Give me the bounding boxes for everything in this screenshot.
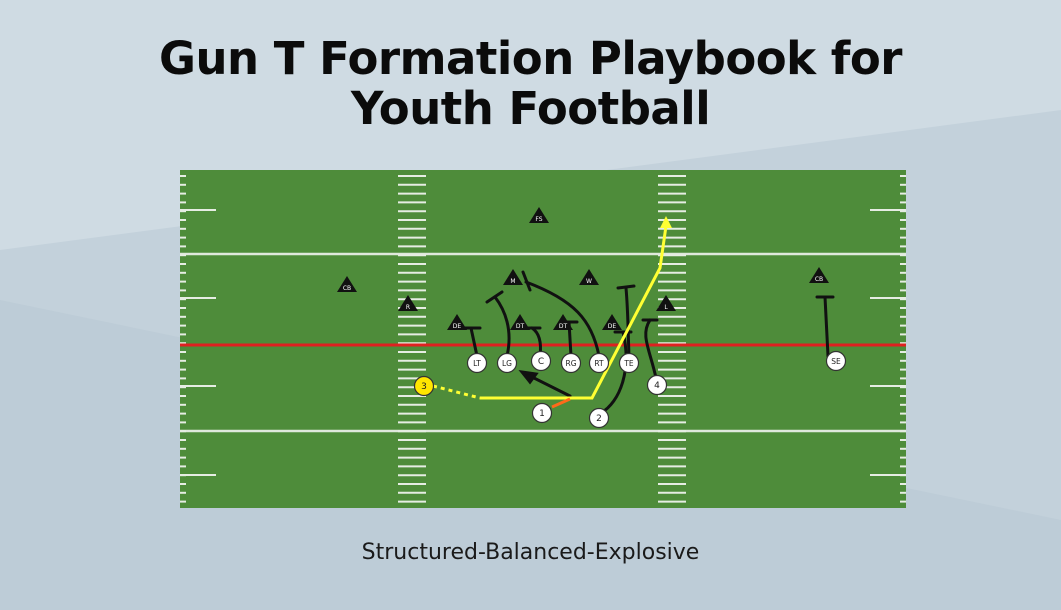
defender-label: DT (559, 323, 568, 330)
defender-label: W (586, 278, 592, 285)
defender-triangle (809, 267, 829, 283)
offense: LT LG C RG RT TE SE 1 2 3 4 (413, 350, 847, 429)
back2-block-path (599, 330, 628, 415)
defender-triangle (337, 276, 357, 292)
defense: FS CB R DE DT DT DE M W L CB (337, 207, 829, 330)
offense-player-rt: RT (588, 352, 610, 374)
defense-player-de-left: DE (447, 314, 467, 330)
defense-player-r: R (398, 295, 418, 311)
motion-path (432, 384, 481, 400)
qb-handoff-arrowhead (518, 369, 539, 385)
play-diagram: FS CB R DE DT DT DE M W L CB LT LG C RG RT TE SE 1 2 3 4 (180, 170, 906, 508)
defense-player-l: L (656, 295, 676, 311)
lt-block-path (469, 326, 479, 358)
offense-player-back2: 2 (588, 407, 610, 429)
rt-block-t (521, 270, 532, 292)
defender-triangle (553, 314, 573, 330)
football-field: FS CB R DE DT DT DE M W L CB LT LG C RG RT TE SE 1 2 3 4 (180, 170, 906, 508)
defense-player-dt-right: DT (553, 314, 573, 330)
defender-triangle (447, 314, 467, 330)
player-label: SE (831, 357, 841, 366)
player-circle (413, 375, 435, 397)
player-label: RT (594, 359, 604, 368)
defender-label: FS (535, 216, 542, 223)
player-circle (825, 350, 847, 372)
ball-carrier-route (432, 216, 672, 409)
player-label: 1 (539, 409, 545, 419)
player-circle (496, 352, 518, 374)
player-circle (466, 352, 488, 374)
player-circle (646, 374, 668, 396)
rt-block-path (524, 280, 601, 358)
exchange-mark (551, 397, 571, 409)
player-label: LG (502, 359, 512, 368)
defender-triangle (602, 314, 622, 330)
yard-lines (180, 252, 906, 433)
title-line-1: Gun T Formation Playbook for (159, 32, 902, 85)
defense-player-fs: FS (529, 207, 549, 223)
player-label: 4 (654, 381, 660, 391)
carry-path (480, 225, 668, 400)
back4-block-path (644, 318, 658, 380)
player-label: 3 (421, 382, 427, 392)
player-circle (588, 407, 610, 429)
offense-player-qb: 1 (531, 402, 553, 424)
defender-triangle (398, 295, 418, 311)
page-title: Gun T Formation Playbook for Youth Footb… (0, 34, 1061, 134)
defender-label: DT (516, 323, 525, 330)
offense-player-back3: 3 (413, 375, 435, 397)
defense-player-mlb: M (503, 269, 523, 285)
player-circle (588, 352, 610, 374)
te-block-t (616, 284, 636, 290)
field-turf (180, 170, 906, 508)
offense-player-lg: LG (496, 352, 518, 374)
defender-label: CB (815, 276, 823, 283)
offense-player-se: SE (825, 350, 847, 372)
defender-triangle (503, 269, 523, 285)
se-block-path (823, 295, 830, 358)
defense-player-cb-left: CB (337, 276, 357, 292)
player-label: 2 (596, 414, 602, 424)
defender-label: L (664, 304, 668, 311)
carry-arrowhead (660, 216, 672, 228)
defense-player-de-right: DE (602, 314, 622, 330)
qb-handoff-path (528, 374, 572, 398)
defense-player-cb-right: CB (809, 267, 829, 283)
defender-label: R (406, 304, 410, 311)
offense-player-te: TE (618, 352, 640, 374)
player-label: TE (623, 359, 634, 368)
hash-marks (180, 175, 906, 503)
player-circle (530, 350, 552, 372)
lg-block-path (493, 295, 511, 358)
te-block-path (624, 286, 631, 358)
offense-player-lt: LT (466, 352, 488, 374)
offense-player-back4: 4 (646, 374, 668, 396)
player-label: RG (565, 359, 576, 368)
defender-label: DE (608, 323, 617, 330)
player-circle (531, 402, 553, 424)
title-line-2: Youth Football (350, 82, 711, 135)
offense-player-rg: RG (560, 352, 582, 374)
subtitle: Structured-Balanced-Explosive (361, 540, 700, 565)
defender-triangle (579, 269, 599, 285)
player-label: LT (473, 359, 481, 368)
defender-label: CB (343, 285, 351, 292)
player-circle (560, 352, 582, 374)
lg-block-t (485, 290, 504, 304)
defender-label: DE (453, 323, 462, 330)
defender-label: M (510, 278, 515, 285)
defender-triangle (510, 314, 530, 330)
defender-triangle (529, 207, 549, 223)
defense-player-dt-left: DT (510, 314, 530, 330)
offense-player-c: C (530, 350, 552, 372)
defender-triangle (656, 295, 676, 311)
player-label: C (538, 357, 544, 367)
blocking-assignments (460, 270, 835, 415)
edge-ticks (180, 209, 906, 476)
defense-player-wlb: W (579, 269, 599, 285)
player-circle (618, 352, 640, 374)
